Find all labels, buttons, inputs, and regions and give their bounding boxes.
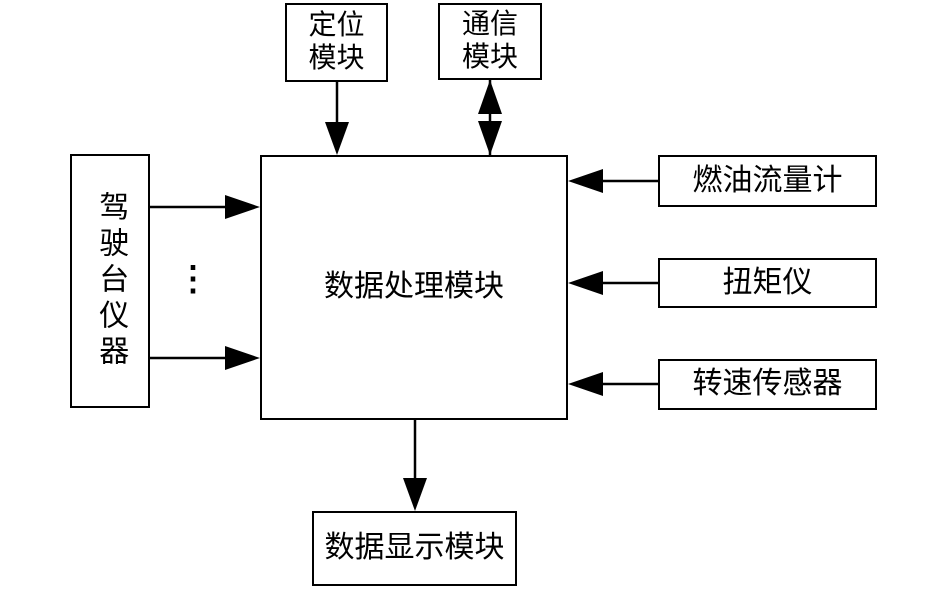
arrow-speed-to-processing [568,372,658,396]
arrow-processing-to-display [403,420,427,511]
arrow-positioning-to-processing [325,82,349,155]
node-communication-label: 通信模块 [461,9,518,73]
node-fuel-flow-meter-label: 燃油流量计 [692,163,843,197]
node-data-processing-label: 数据处理模块 [324,270,504,304]
node-data-processing-module: 数据处理模块 [260,155,568,420]
arrow-bridge-upper [150,195,260,219]
arrow-communication-bidirectional [478,80,502,155]
node-communication-module: 通信模块 [438,3,542,80]
node-bridge-instruments-label: 驾驶台仪器 [94,191,128,371]
node-torque-meter: 扭矩仪 [658,258,877,308]
node-data-display-module: 数据显示模块 [312,511,517,586]
node-positioning-label: 定位模块 [308,10,365,74]
vertical-ellipsis: ⋮ [176,261,210,298]
node-bridge-instruments: 驾驶台仪器 [70,154,150,408]
node-torque-meter-label: 扭矩仪 [722,265,813,299]
node-speed-sensor-label: 转速传感器 [692,367,843,401]
node-speed-sensor: 转速传感器 [658,359,877,410]
node-data-display-label: 数据显示模块 [324,531,505,565]
node-positioning-module: 定位模块 [285,3,388,82]
arrow-torque-to-processing [568,271,658,295]
node-fuel-flow-meter: 燃油流量计 [658,155,877,207]
arrow-fuel-to-processing [568,169,658,193]
arrow-bridge-lower [150,346,260,370]
